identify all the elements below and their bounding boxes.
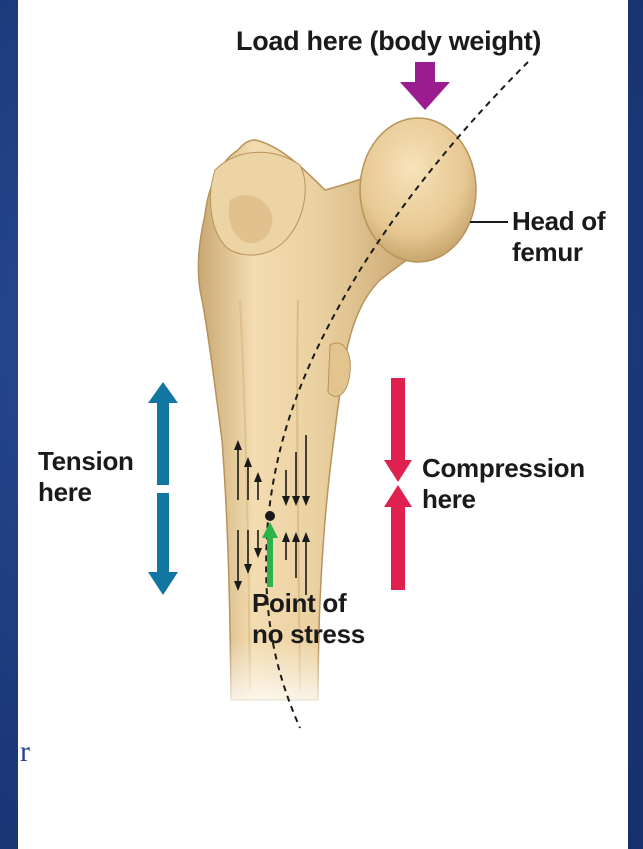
tension-label: Tension here xyxy=(38,446,134,508)
no-stress-label: Point of no stress xyxy=(252,588,365,650)
load-label: Load here (body weight) xyxy=(236,26,541,57)
load-arrow-icon xyxy=(400,62,450,110)
compression-label: Compression here xyxy=(422,453,585,515)
tension-double-arrow-icon xyxy=(148,382,178,595)
compression-arrows-icon xyxy=(384,378,412,590)
slide-text-fragment: r xyxy=(20,735,30,769)
head-of-femur-label: Head of femur xyxy=(512,206,605,268)
no-stress-point xyxy=(265,511,275,521)
